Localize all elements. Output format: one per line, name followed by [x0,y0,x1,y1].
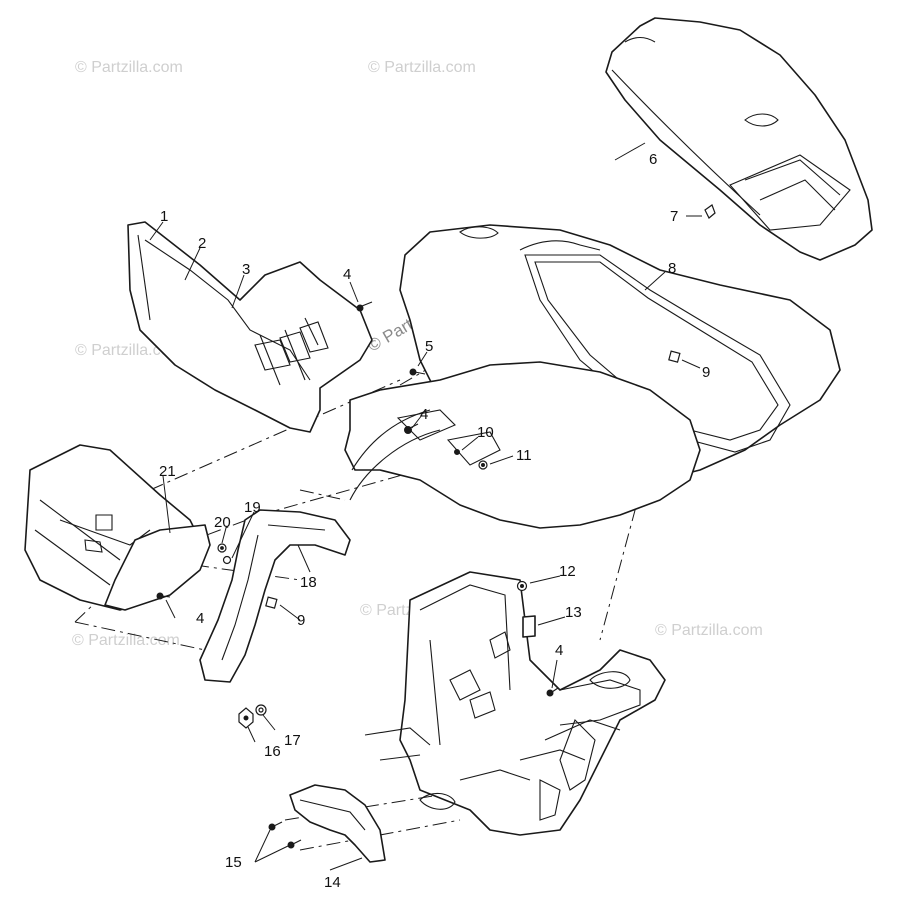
clip-icon [265,596,278,609]
frame-chassis [364,571,666,836]
nut-icon [478,460,488,470]
callout-18: 18 [300,574,317,591]
nut-icon [217,543,227,553]
part-14-guard [289,784,386,863]
part-13-label [522,615,536,638]
screw-icon [268,821,283,831]
screw-icon [356,301,373,312]
front-fender [344,361,701,529]
callout-6: 6 [649,151,657,168]
callout-15: 15 [225,854,242,871]
callout-12: 12 [559,563,576,580]
watermark: © Partzilla.com [655,622,763,639]
screw-icon [287,839,302,849]
callout-17: 17 [284,732,301,749]
watermark: © Partzilla.com [75,59,183,76]
callout-4: 4 [420,406,428,423]
screw-icon [454,449,460,455]
callout-21: 21 [159,463,176,480]
watermark: © Partzilla.com [368,59,476,76]
screw-icon [409,368,426,376]
bracket-near-21 [104,524,211,611]
callout-3: 3 [242,261,250,278]
part-6-rear-cover [605,17,873,261]
callout-14: 14 [324,874,341,891]
callout-19: 19 [244,499,261,516]
callout-9: 9 [702,364,710,381]
washer-icon [222,555,232,565]
callout-10: 10 [477,424,494,441]
watermark: © Partzilla.com [72,632,180,649]
screw-icon [156,592,171,600]
leader-lines [149,142,702,871]
part-1-2-3-left-panel [127,221,373,433]
callout-9: 9 [297,612,305,629]
hardware [156,204,716,849]
callout-2: 2 [198,235,206,252]
callout-4: 4 [343,266,351,283]
callout-7: 7 [670,208,678,225]
grommet-icon [516,580,528,592]
nut-icon [238,707,254,729]
clip-icon [668,350,681,363]
washer-icon [255,704,267,716]
part-18-fender-flare [199,509,351,683]
callout-4: 4 [555,642,563,659]
callout-16: 16 [264,743,281,760]
screw-icon [546,687,559,697]
clip-icon [704,204,716,219]
callout-13: 13 [565,604,582,621]
callout-11: 11 [516,447,532,464]
callout-4: 4 [196,610,204,627]
callout-1: 1 [160,208,168,225]
callout-8: 8 [668,260,676,277]
callout-20: 20 [214,514,231,531]
callout-5: 5 [425,338,433,355]
callouts: 1 2 3 4 4 4 4 5 6 7 8 9 9 10 11 12 13 14… [159,151,710,891]
